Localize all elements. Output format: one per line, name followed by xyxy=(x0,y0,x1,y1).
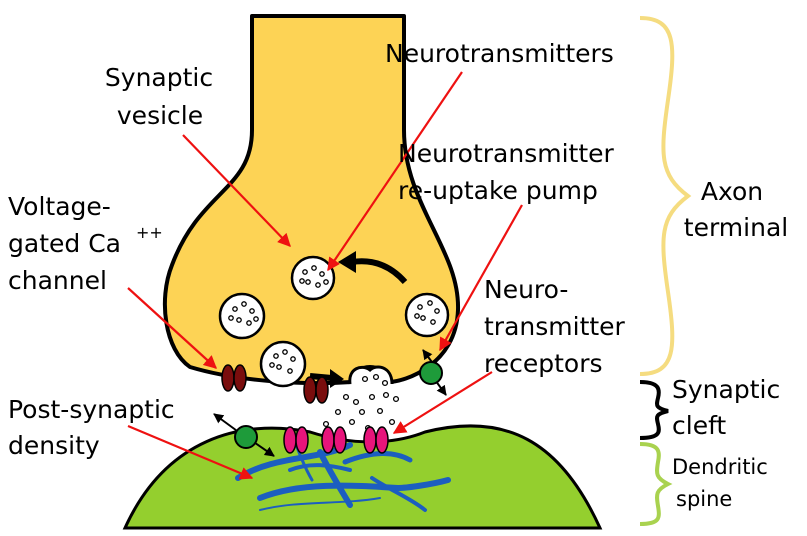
label-synaptic-cleft: Synaptic cleft xyxy=(672,375,788,440)
reuptake-pump-spine xyxy=(234,425,258,449)
label-post-synaptic-density: Post-synaptic density xyxy=(8,395,183,460)
fusing-vesicle xyxy=(348,365,394,385)
synaptic-cleft-brace xyxy=(639,380,669,440)
neurotransmitter-receptors xyxy=(283,426,389,454)
synaptic-vesicles xyxy=(218,255,450,388)
label-reuptake-pump: Neurotransmitter re-uptake pump xyxy=(398,139,622,205)
voltage-gated-ca-channels xyxy=(221,364,329,404)
recycling-arrowhead xyxy=(338,251,356,273)
label-synaptic-vesicle: Synaptic vesicle xyxy=(105,63,221,130)
pointer-arrows xyxy=(127,71,523,480)
recycling-arrow xyxy=(351,258,408,285)
label-dendritic-spine: Dendritic spine xyxy=(672,455,775,511)
label-axon-terminal: Axon terminal xyxy=(684,177,788,242)
reuptake-pump-axon xyxy=(419,361,443,385)
dendritic-spine-brace xyxy=(639,442,673,526)
vesicle-neurotransmitters xyxy=(228,265,440,374)
axon-terminal-brace xyxy=(639,16,692,376)
label-ca-channel: Voltage- gated Ca channel xyxy=(8,192,129,295)
label-receptors: Neuro- transmitter receptors xyxy=(484,275,633,378)
dendritic-spine-shape xyxy=(122,424,603,530)
label-neurotransmitters: Neurotransmitters xyxy=(385,39,614,68)
vesicle-movement-arrowhead xyxy=(330,369,344,388)
label-ca-superscript: ++ xyxy=(136,223,163,242)
